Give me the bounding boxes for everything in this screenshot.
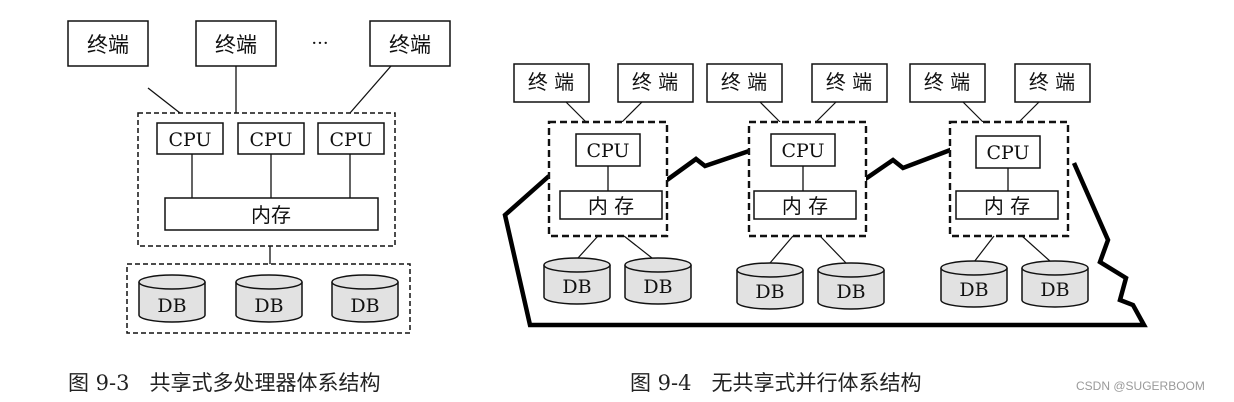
- caption-figure-9-3-number: 图 9-3: [68, 371, 130, 395]
- node-2-memory-label: 内 存: [782, 194, 828, 218]
- terminal-links: [147, 65, 392, 114]
- node-3-memory: [955, 190, 1059, 220]
- node-2-terminal-b: 终 端: [811, 63, 888, 103]
- node-1-memory: [559, 190, 663, 220]
- cpu-1: CPU: [156, 122, 224, 155]
- node-2-database-b-label: DB: [836, 281, 865, 303]
- cpu-2-label: CPU: [249, 129, 292, 151]
- shared-multiprocessor-diagram: 终端 终端 ··· 终端 CPU CPU CPU: [67, 20, 451, 334]
- cpu-2: CPU: [237, 122, 305, 155]
- shared-memory: 内存: [164, 197, 379, 231]
- node-3-memory-label: 内 存: [984, 194, 1030, 218]
- node-3-terminal-b: 终 端: [1014, 63, 1091, 103]
- node-3-terminal-a: 终 端: [909, 63, 986, 103]
- shared-memory-label: 内存: [251, 203, 291, 227]
- caption-figure-9-3: 图 9-3 共享式多处理器体系结构: [68, 367, 381, 397]
- node-3-database-a-label: DB: [959, 279, 988, 301]
- node-2-cpu-label: CPU: [781, 140, 824, 162]
- node-2-terminal-a-label: 终 端: [721, 70, 767, 94]
- database-3-label: DB: [350, 295, 379, 317]
- cpu-3: CPU: [317, 122, 385, 155]
- node-2-database-a-label: DB: [755, 281, 784, 303]
- terminal-3: 终端: [369, 20, 451, 67]
- node-db-links: [577, 235, 1052, 264]
- caption-figure-9-3-title: 共享式多处理器体系结构: [149, 371, 381, 395]
- terminal-1: 终端: [67, 20, 149, 67]
- node-3-database-b: DB: [1021, 260, 1089, 308]
- node-2: CPU 内 存: [747, 120, 868, 238]
- database-1: DB: [138, 274, 206, 323]
- node-1-terminal-a: 终 端: [513, 63, 590, 103]
- node-1-cpu: [575, 133, 641, 167]
- cpu-1-label: CPU: [168, 129, 211, 151]
- node-terminal-links: [565, 101, 1040, 123]
- node-1-database-b: DB: [624, 257, 692, 305]
- node-2-terminal-b-label: 终 端: [826, 70, 872, 94]
- terminal-3-label: 终端: [389, 33, 431, 57]
- cpu-3-label: CPU: [329, 129, 372, 151]
- node-3: CPU 内 存: [948, 120, 1070, 238]
- node-1-terminal-b: 终 端: [617, 63, 694, 103]
- node-1-cpu-label: CPU: [586, 140, 629, 162]
- terminal-2-label: 终端: [215, 33, 257, 57]
- node-3-terminal-b-label: 终 端: [1029, 70, 1075, 94]
- caption-figure-9-4: 图 9-4 无共享式并行体系结构: [630, 367, 922, 397]
- database-2: DB: [235, 274, 303, 323]
- database-1-label: DB: [157, 295, 186, 317]
- node-3-terminal-a-label: 终 端: [924, 70, 970, 94]
- cpu-memory-links: [191, 154, 351, 198]
- database-2-label: DB: [254, 295, 283, 317]
- watermark: CSDN @SUGERBOOM: [1076, 379, 1205, 393]
- node-1-database-b-label: DB: [643, 276, 672, 298]
- node-1-memory-label: 内 存: [588, 194, 634, 218]
- node-2-cpu: [770, 133, 836, 167]
- caption-figure-9-4-number: 图 9-4: [630, 371, 692, 395]
- node-2-memory: [753, 190, 857, 220]
- terminal-ellipsis: ···: [311, 33, 328, 54]
- terminal-2: 终端: [195, 20, 277, 67]
- processor-group-boundary: [137, 112, 396, 247]
- node-1-terminal-a-label: 终 端: [528, 70, 574, 94]
- node-1-database-a-label: DB: [562, 276, 591, 298]
- caption-figure-9-4-title: 无共享式并行体系结构: [711, 371, 922, 395]
- node-3-cpu-label: CPU: [986, 142, 1029, 164]
- node-1: CPU 内 存: [547, 120, 669, 238]
- terminal-1-label: 终端: [87, 33, 129, 57]
- node-1-database-a: DB: [543, 257, 611, 305]
- node-3-database-a: DB: [940, 260, 1008, 308]
- node-2-terminal-a: 终 端: [706, 63, 783, 103]
- shared-nothing-diagram: 终 端 终 端 终 端 终 端 终 端 终 端: [502, 63, 1148, 328]
- node-2-database-b: DB: [817, 262, 885, 310]
- node-1-terminal-b-label: 终 端: [632, 70, 678, 94]
- network-boundary: [502, 146, 1148, 328]
- node-2-database-a: DB: [736, 262, 804, 310]
- node-3-database-b-label: DB: [1040, 279, 1069, 301]
- database-3: DB: [331, 274, 399, 323]
